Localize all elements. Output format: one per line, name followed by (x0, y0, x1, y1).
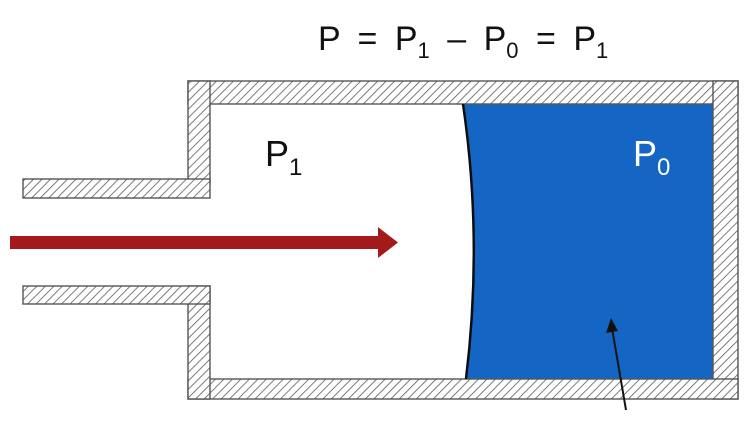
wall-top (187, 80, 739, 105)
fluid-region (463, 104, 713, 379)
eq-result: P (573, 20, 596, 58)
eq-p1: P (395, 20, 418, 58)
inlet-pipe-upper (22, 178, 211, 199)
label-p1: P1 (265, 133, 302, 181)
eq-p1-sub: 1 (418, 38, 430, 63)
cylinder-walls (22, 80, 739, 400)
eq-equals: = (358, 20, 378, 58)
eq-p0-sub: 0 (506, 38, 518, 63)
eq-result-sub: 1 (596, 38, 608, 63)
label-p0: P0 (633, 133, 670, 181)
flow-arrow (10, 227, 398, 258)
eq-p: P (318, 20, 340, 58)
wall-bottom (187, 378, 739, 400)
wall-left-upper (187, 80, 211, 185)
pointer-arrow-line (611, 327, 627, 411)
pointer-arrow-head (606, 318, 618, 333)
inlet-pipe-lower (22, 285, 211, 305)
flow-arrow-shaft (10, 236, 380, 249)
eq-p0: P (484, 20, 507, 58)
flow-arrow-head (378, 227, 398, 258)
eq-minus: – (447, 20, 466, 58)
wall-right (712, 80, 739, 400)
pressure-equation: P = P1 – P0 = P1 (318, 20, 608, 66)
fluid-interface (461, 103, 476, 380)
eq-equals-2: = (536, 20, 556, 58)
pointer-arrow (606, 318, 627, 411)
